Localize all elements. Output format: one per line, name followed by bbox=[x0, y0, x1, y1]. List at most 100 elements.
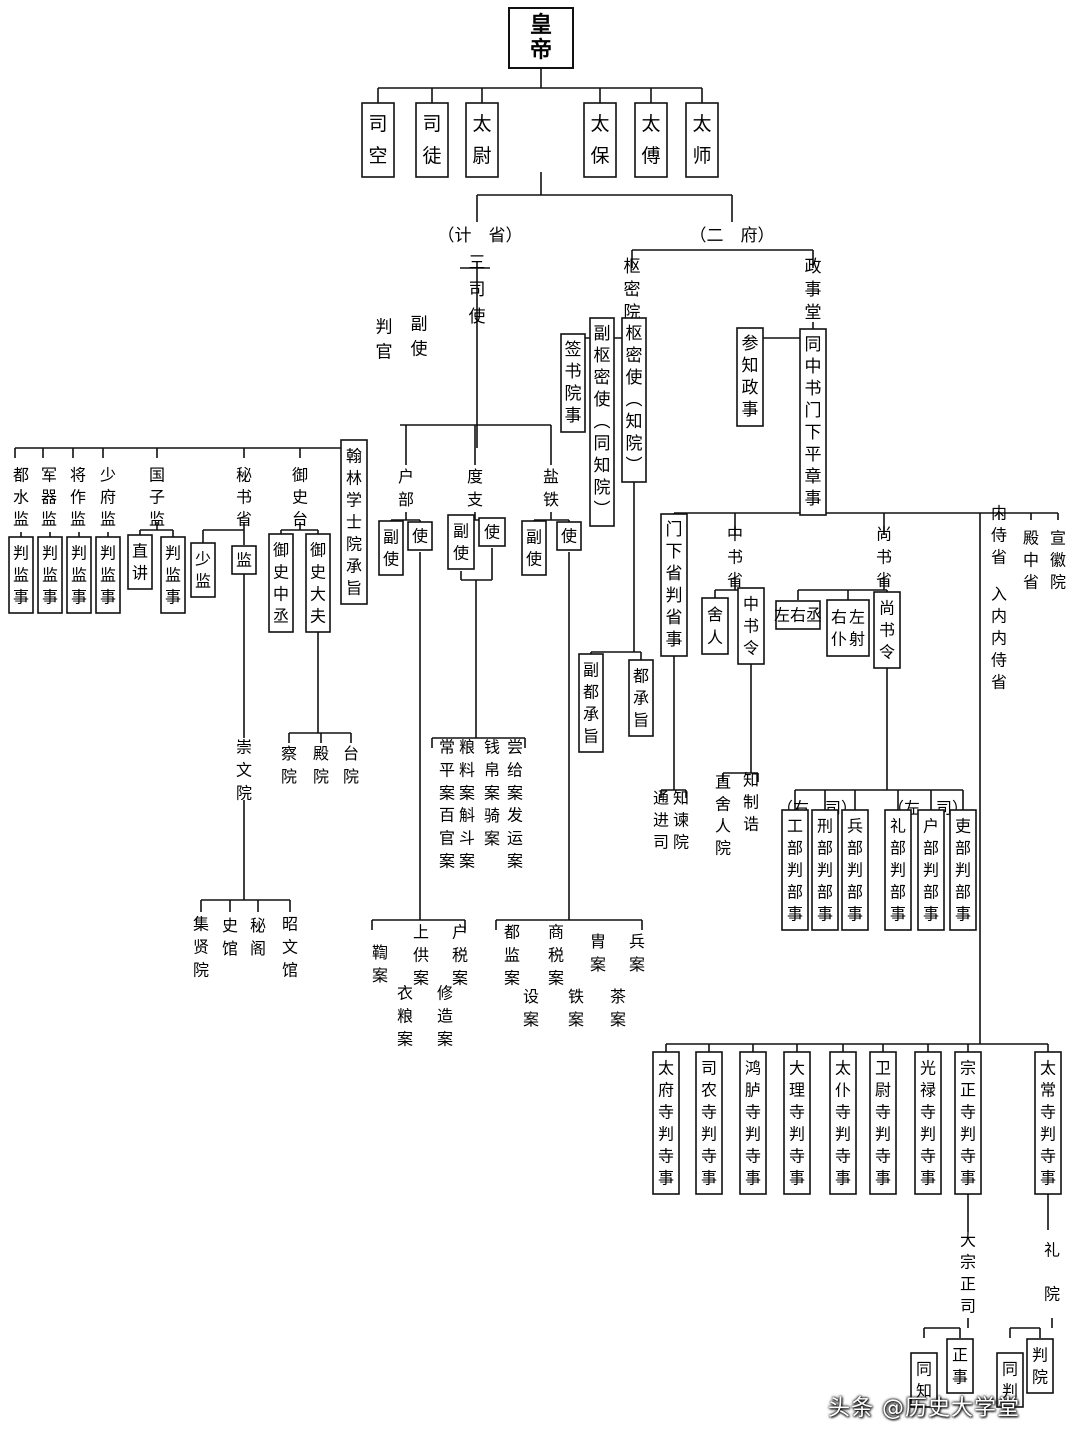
node-label-char: 侍 bbox=[991, 526, 1007, 545]
node-label-char: 中 bbox=[273, 585, 289, 604]
node-label-char: 文 bbox=[236, 761, 252, 780]
node-label-char: 夫 bbox=[310, 607, 326, 626]
org-node-zuoyoucheng: 左右丞 bbox=[774, 600, 822, 630]
node-label-char: 太 bbox=[641, 113, 660, 135]
node-label-char: 判 bbox=[71, 544, 87, 563]
node-label-char: 射 bbox=[849, 630, 865, 649]
node-label-char: 平 bbox=[805, 445, 822, 465]
watermark: 头条 @历史大学堂 bbox=[828, 1396, 1020, 1421]
node-label-char: 令 bbox=[879, 643, 895, 662]
node-label-char: 承 bbox=[633, 689, 649, 708]
node-label-char: 秘 bbox=[250, 916, 266, 935]
org-node-shaofujian: 少府监 bbox=[100, 466, 116, 529]
node-label-char: 少 bbox=[195, 550, 211, 569]
node-label-char: 商 bbox=[548, 923, 564, 942]
node-label-char: 士 bbox=[346, 513, 362, 532]
node-label-char: 设 bbox=[523, 987, 539, 1006]
node-label-char: 斗 bbox=[459, 829, 475, 848]
node-label-char: 案 bbox=[372, 966, 388, 985]
node-label-char: 帛 bbox=[484, 761, 500, 780]
node-label-char: 修 bbox=[437, 984, 453, 1003]
node-label-char: 事 bbox=[923, 905, 939, 924]
org-node-jiangzuojian: 将作监 bbox=[70, 466, 86, 529]
node-label-char: 判 bbox=[817, 861, 833, 880]
node-label-char: 翰 bbox=[346, 447, 362, 466]
node-label-char: 副 bbox=[526, 528, 542, 547]
org-node-zhongshusheng: 中书省 bbox=[727, 525, 743, 590]
node-label-char: 门 bbox=[666, 520, 683, 540]
node-label: 使 bbox=[484, 523, 500, 542]
node-label-char: 胪 bbox=[745, 1081, 761, 1100]
node-label-char: 同 bbox=[805, 335, 822, 355]
node-label-char: 事 bbox=[742, 400, 759, 420]
org-node-duzhi: 度支 bbox=[467, 467, 483, 509]
node-label-char: 书 bbox=[805, 379, 822, 399]
node-label-char: 粮 bbox=[459, 738, 475, 757]
node-label-char: 寺 bbox=[875, 1147, 891, 1166]
node-label-char: 府 bbox=[658, 1081, 674, 1100]
org-node-c_shangshui: 商税案 bbox=[548, 923, 564, 988]
org-node-shaojian: 少监 bbox=[190, 542, 216, 598]
node-label-char: 案 bbox=[484, 784, 500, 803]
org-node-zhengshitang: 政事堂 bbox=[805, 257, 822, 323]
node-label-char: 铁 bbox=[543, 490, 559, 509]
org-node-zhaowenguan: 昭文馆 bbox=[282, 915, 298, 980]
node-label-char: 贤 bbox=[193, 938, 209, 957]
node-label-char: 省 bbox=[1023, 573, 1039, 592]
node-label-char: 尉 bbox=[875, 1081, 891, 1100]
node-label-char: 寺 bbox=[920, 1147, 936, 1166]
org-node-pan5: 判监事 bbox=[160, 536, 186, 614]
org-node-tongpan: 同判 bbox=[996, 1352, 1024, 1408]
node-label-char: 宣 bbox=[1050, 529, 1066, 548]
node-label-char: 监 bbox=[165, 566, 181, 585]
node-label-char: 太 bbox=[658, 1059, 674, 1078]
node-label-char: 寺 bbox=[960, 1147, 976, 1166]
org-node-mishusheng: 秘书省 bbox=[236, 466, 252, 529]
node-label-char: 太 bbox=[472, 113, 491, 135]
node-label-char: 史 bbox=[292, 488, 308, 507]
node-label-char: 尚 bbox=[876, 525, 892, 544]
node-label-char: 判 bbox=[920, 1125, 936, 1144]
node-label-char: 案 bbox=[484, 829, 500, 848]
node-label-char: 知 bbox=[594, 456, 611, 476]
node-label-char: 事 bbox=[847, 905, 863, 924]
node-label-char: 衣 bbox=[397, 984, 413, 1003]
node-label-char: 寺 bbox=[1040, 1147, 1056, 1166]
node-label-char: 案 bbox=[629, 955, 645, 974]
node-label-char: 事 bbox=[789, 1169, 805, 1188]
org-node-hubu_shi: 使 bbox=[407, 521, 433, 551]
node-label-char: 鸿 bbox=[745, 1059, 761, 1078]
node-label-char: 知 bbox=[916, 1382, 932, 1401]
org-node-jisheng: （计 省） bbox=[438, 226, 523, 246]
node-label-char: 院 bbox=[193, 961, 209, 980]
node-label-char: 部 bbox=[955, 839, 971, 858]
node-label-char: 制 bbox=[743, 793, 759, 812]
node-label-char: 都 bbox=[583, 683, 599, 702]
org-node-c_shanggei: 尝给案 bbox=[507, 738, 523, 803]
node-label-char: 政 bbox=[742, 378, 759, 398]
node-label-char: 寺 bbox=[920, 1103, 936, 1122]
node-label-char: 司 bbox=[368, 113, 387, 135]
node-label-char: 监 bbox=[504, 946, 520, 965]
org-node-c_zhou: 胄案 bbox=[590, 932, 606, 974]
node-label-char: 旨 bbox=[583, 727, 599, 746]
node-label-char: 判 bbox=[376, 318, 393, 338]
node-label-char: 知 bbox=[626, 412, 643, 432]
node-label-char: 殿 bbox=[1023, 529, 1039, 548]
node-label-char: 进 bbox=[653, 811, 669, 830]
node-label-char: 部 bbox=[817, 839, 833, 858]
node-label-char: 大 bbox=[789, 1059, 805, 1078]
node-label-char: 同 bbox=[1002, 1360, 1018, 1379]
node-label-char: 子 bbox=[149, 488, 165, 507]
node-label-char: 度 bbox=[467, 467, 483, 486]
org-node-sansishi: 三司使 bbox=[469, 253, 486, 327]
node-label-char: 寺 bbox=[835, 1147, 851, 1166]
node-label-char: 御 bbox=[292, 466, 308, 485]
node-label-char: 部 bbox=[890, 883, 906, 902]
node-label-char: 事 bbox=[920, 1169, 936, 1188]
node-label-char: 学 bbox=[346, 491, 362, 510]
